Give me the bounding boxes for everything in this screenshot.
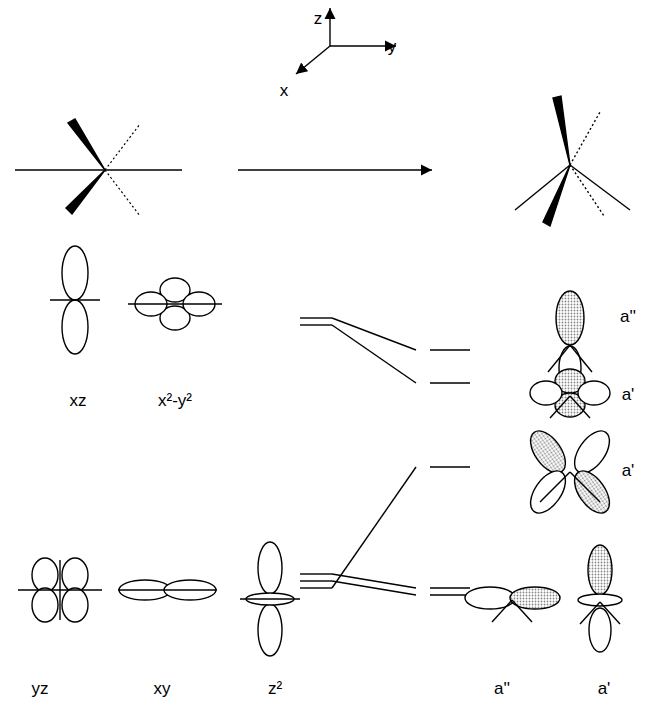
orbital-label: a'	[622, 462, 635, 479]
orbital-label: a''	[494, 680, 510, 697]
axis-label: x	[280, 82, 289, 99]
orbital-label: yz	[32, 680, 49, 697]
orbital-label: z²	[268, 680, 282, 697]
orbital-label: a''	[620, 308, 636, 325]
orbital-label: a'	[598, 680, 611, 697]
orbital-label: x²-y²	[158, 392, 192, 409]
axis-label: y	[388, 38, 397, 55]
orbital-label: xz	[70, 392, 87, 409]
orbital-label: xy	[154, 680, 171, 697]
orbital-label: a'	[622, 386, 635, 403]
axis-label: z	[314, 10, 323, 27]
